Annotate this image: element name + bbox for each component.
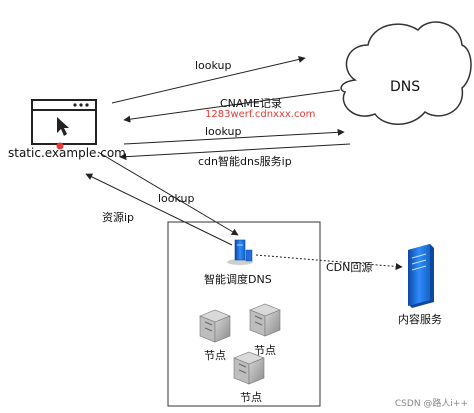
- dns-cloud-icon: [340, 21, 472, 125]
- edge-cname: [123, 89, 341, 123]
- edge-lookup-2: [123, 128, 345, 145]
- node-c-label: 节点: [240, 391, 262, 404]
- node-server-icon-a: [199, 309, 231, 343]
- edge-lookup-1-label: lookup: [195, 59, 232, 72]
- edge-resource-ip: [85, 173, 233, 246]
- node-b-label: 节点: [254, 344, 276, 357]
- watermark: CSDN @路人i++: [394, 399, 468, 409]
- pointer-dot-icon: [56, 142, 64, 150]
- edge-lookup-3-label: lookup: [158, 192, 195, 205]
- smart-dns-label: 智能调度DNS: [204, 273, 272, 286]
- edge-cname-label: CNAME记录: [220, 97, 282, 110]
- edge-lookup-1: [111, 56, 306, 104]
- edge-resource-ip-label: 资源ip: [102, 211, 135, 224]
- edge-cdn-origin: [255, 254, 403, 270]
- content-service-server-icon: [408, 244, 434, 308]
- node-server-icon-b: [249, 303, 281, 337]
- browser-icon: [31, 99, 97, 145]
- dns-cloud-label: DNS: [390, 79, 421, 95]
- smart-dns-server-icon: [227, 239, 253, 265]
- edge-cname-value-label: 1283werf.cdnxxx.com: [205, 109, 316, 120]
- node-server-icon-c: [233, 351, 265, 385]
- cdn-region-box: [167, 221, 321, 407]
- node-a-label: 节点: [204, 349, 226, 362]
- content-service-label: 内容服务: [398, 313, 442, 326]
- edge-cdn-origin-label: CDN回源: [326, 261, 373, 274]
- edge-cdn-dns-ip-label: cdn智能dns服务ip: [198, 155, 292, 168]
- browser-label: static.example.com: [8, 146, 126, 160]
- edge-lookup-3: [97, 151, 239, 236]
- edge-cdn-dns-ip: [119, 143, 351, 161]
- edge-lookup-2-label: lookup: [205, 125, 242, 138]
